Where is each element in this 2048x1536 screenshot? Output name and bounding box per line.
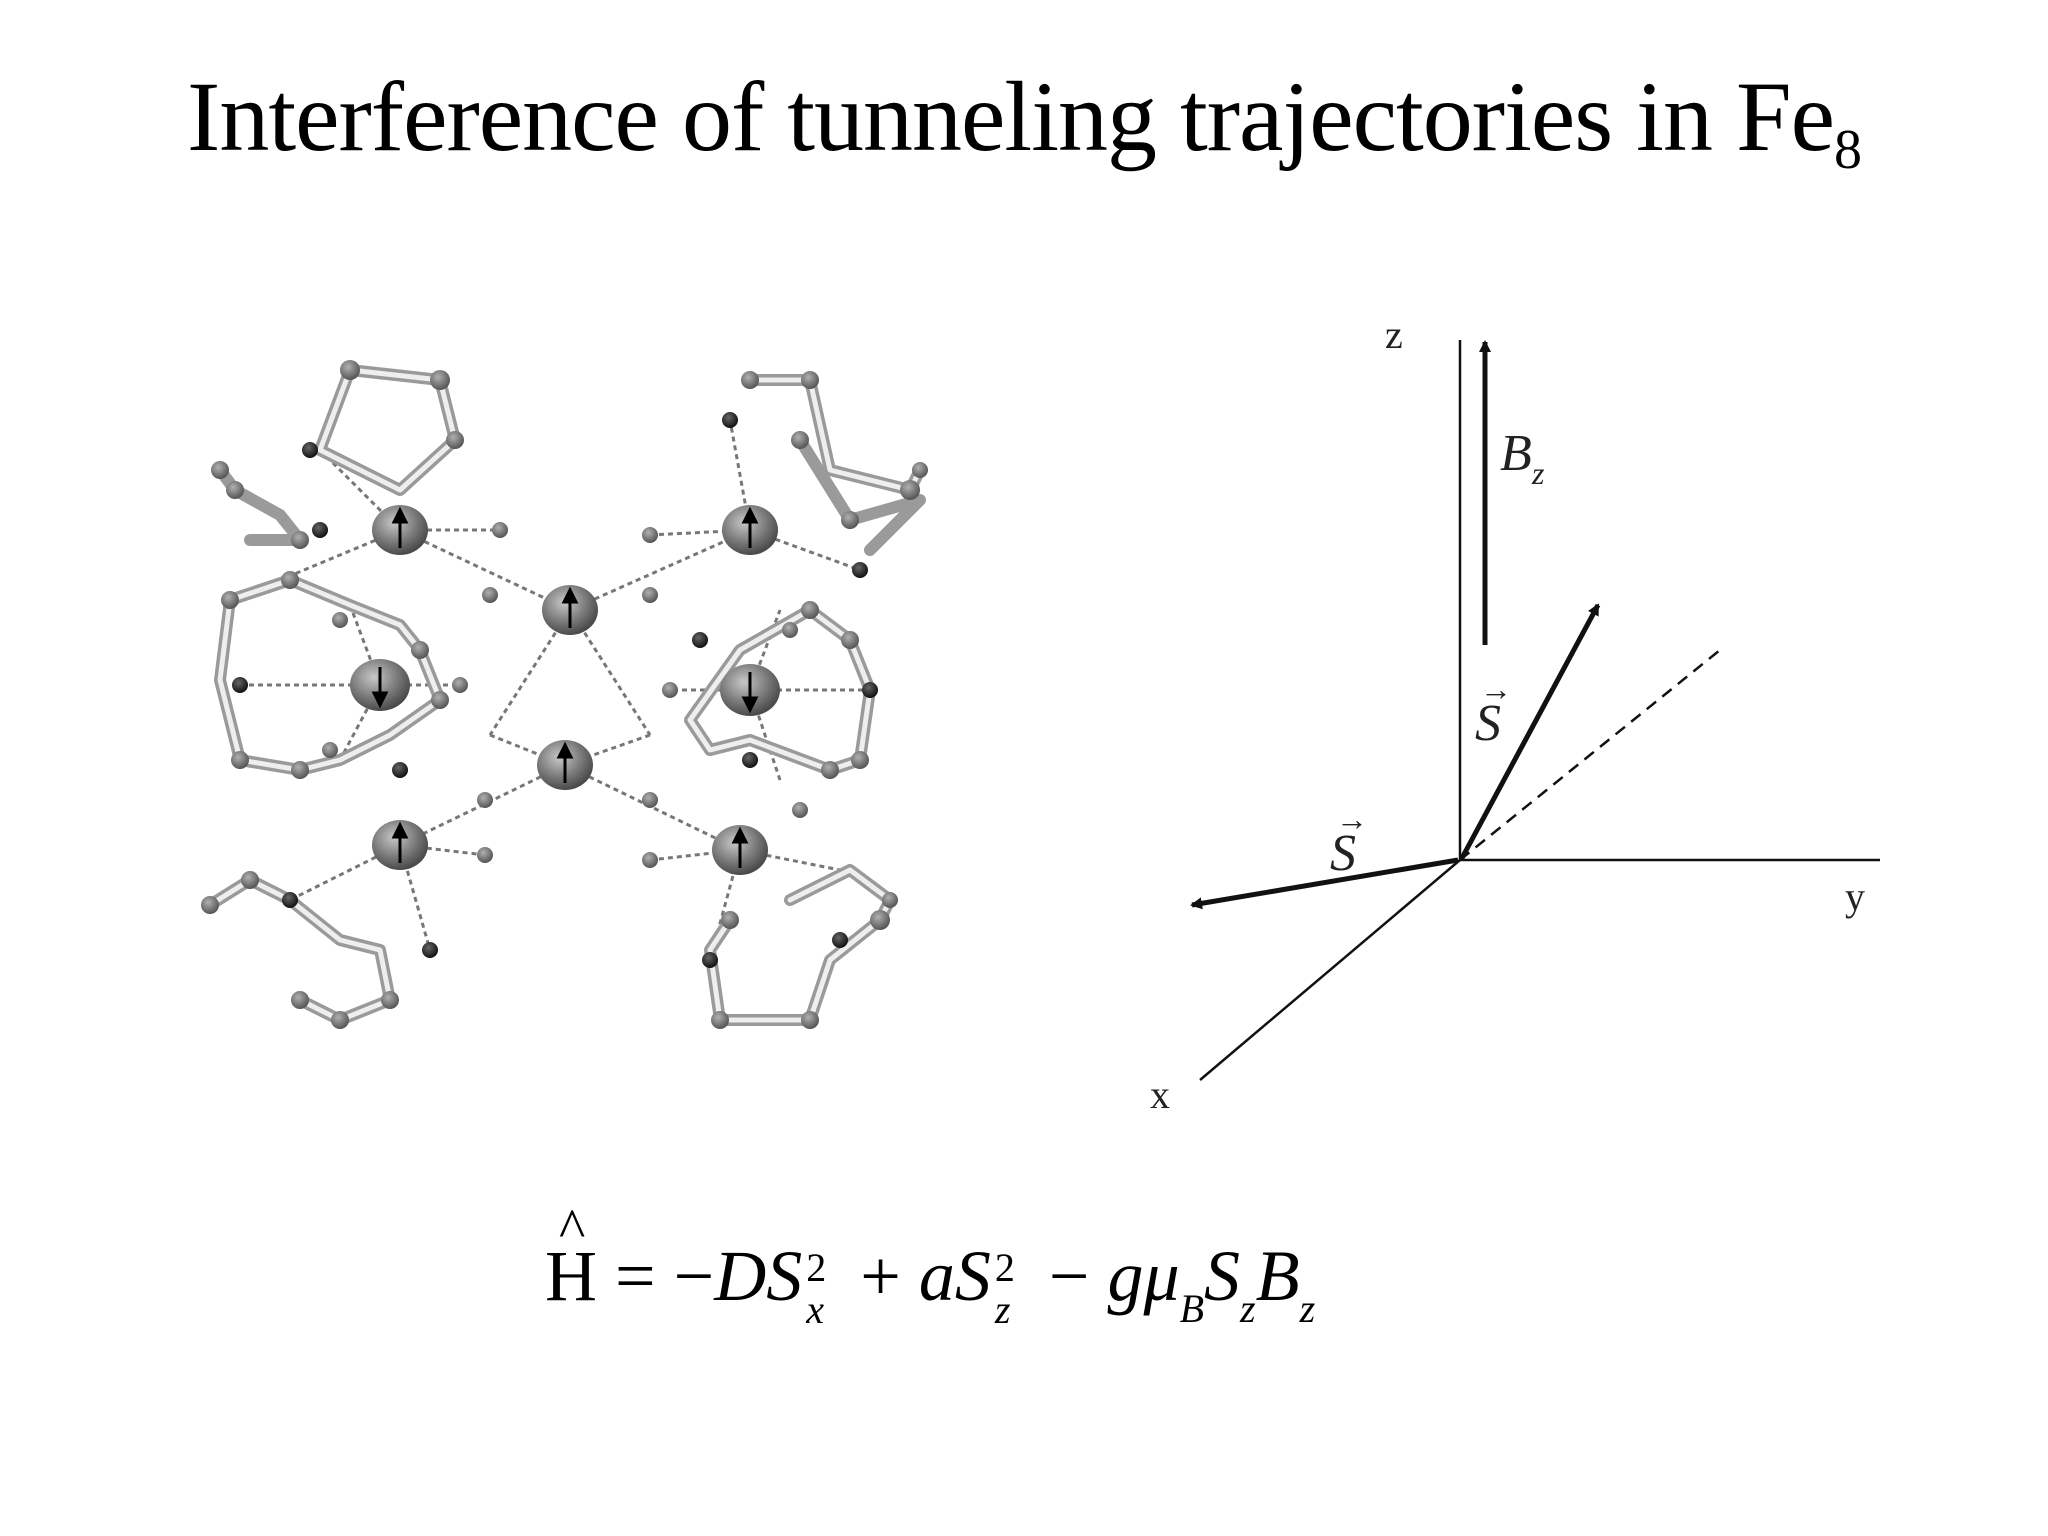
fe-atom <box>372 820 428 870</box>
mu-sub: B <box>1179 1286 1205 1331</box>
fe-atom <box>542 585 598 635</box>
term-mu: μ <box>1143 1236 1180 1316</box>
fe-atom <box>722 505 778 555</box>
spin-label-lower: S <box>1330 825 1356 882</box>
down-arrow-icon <box>741 672 759 714</box>
dark-atoms <box>232 412 878 968</box>
axis-label-x: x <box>1150 1072 1170 1117</box>
spin-vector-lower <box>1190 857 1459 910</box>
term-b: B <box>1255 1236 1300 1316</box>
b-sub: z <box>1299 1286 1316 1331</box>
minus-sign: − <box>1030 1236 1108 1316</box>
title-text: Interference of tunneling trajectories i… <box>187 61 1835 172</box>
fe8-molecule-illustration <box>201 360 928 1029</box>
term-s3: S <box>1204 1236 1241 1316</box>
fe-atom <box>720 664 780 716</box>
up-arrow-icon <box>391 506 409 548</box>
slide-title: Interference of tunneling trajectories i… <box>0 61 2048 179</box>
spin-vector-tilted <box>1459 603 1601 860</box>
up-arrow-icon <box>731 826 749 868</box>
spin-axes-diagram: z y x B z S → S → <box>1150 312 1880 1117</box>
s2-sup: 2 <box>994 1245 1015 1290</box>
fe-atom <box>537 740 593 790</box>
field-label-b: B <box>1500 425 1532 482</box>
fe-atom <box>350 659 410 711</box>
dashed-reference-line <box>1459 649 1721 861</box>
x-axis <box>1199 859 1461 1081</box>
spin-label-upper: S <box>1475 695 1501 752</box>
up-arrow-icon <box>556 741 574 783</box>
spin-label-lower-arrow: → <box>1336 801 1368 837</box>
plus-sign: + <box>842 1236 919 1316</box>
title-subscript: 8 <box>1833 119 1862 181</box>
term-s1: S <box>766 1236 803 1316</box>
axis-label-y: y <box>1845 874 1865 919</box>
s3-sub: z <box>1240 1286 1256 1331</box>
term-s2: S <box>954 1236 991 1316</box>
ligand-atoms <box>201 360 928 1029</box>
s2-sub: z <box>994 1287 1011 1332</box>
axis-label-z: z <box>1385 312 1403 357</box>
term-g: g <box>1107 1236 1144 1316</box>
s1-sup: 2 <box>806 1245 827 1290</box>
spin-label-upper-arrow: → <box>1480 671 1512 707</box>
fe-atom <box>372 505 428 555</box>
up-arrow-icon <box>561 586 579 628</box>
field-label-sub: z <box>1531 455 1545 491</box>
hamiltonian-operator: H <box>545 1197 597 1318</box>
term-d: D <box>714 1236 767 1316</box>
up-arrow-icon <box>741 506 759 548</box>
equals-minus: = − <box>597 1236 715 1316</box>
fe-atoms <box>350 505 780 875</box>
fe-atom <box>712 825 768 875</box>
s1-sub: x <box>806 1287 824 1332</box>
down-arrow-icon <box>371 667 389 709</box>
term-a: a <box>918 1236 955 1316</box>
up-arrow-icon <box>391 821 409 863</box>
